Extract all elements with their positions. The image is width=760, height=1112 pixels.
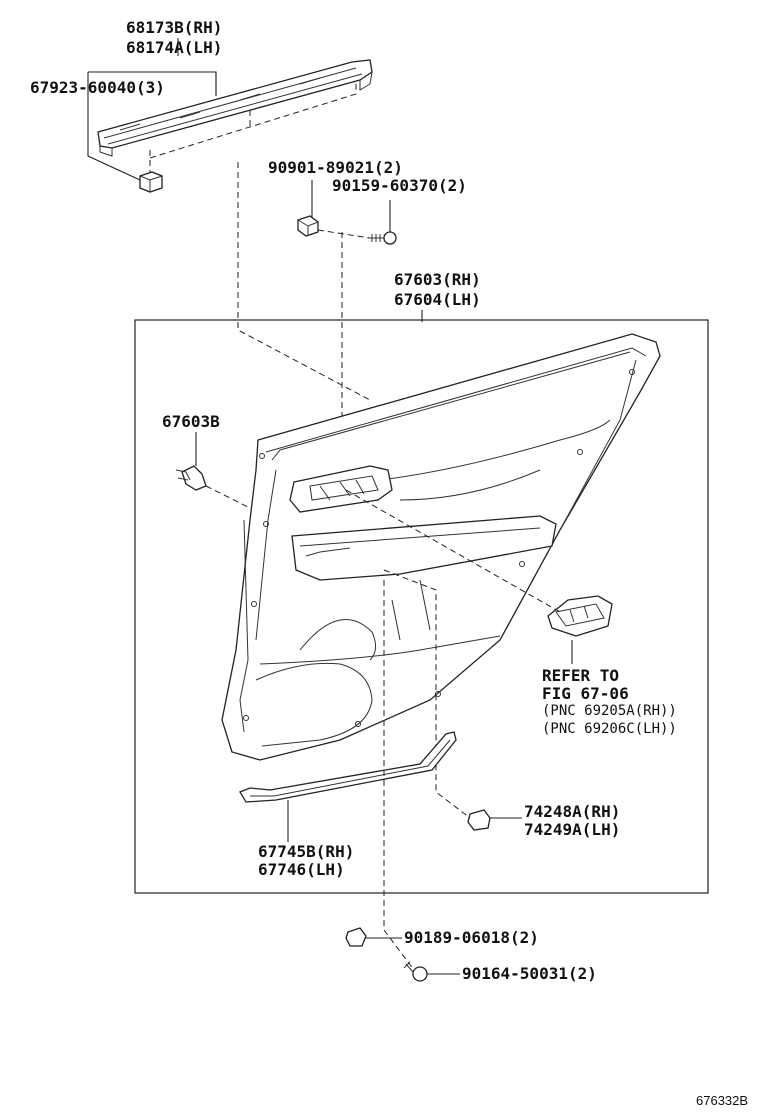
label-screw-b: 90164-50031(2)	[462, 964, 597, 983]
label-refer-pnc-rh: (PNC 69205A(RH))	[542, 703, 677, 719]
label-weatherstrip-rh: 68173B(RH)	[126, 18, 223, 37]
cap-icon	[467, 809, 491, 831]
label-refer-pnc-lh: (PNC 69206C(LH))	[542, 721, 677, 737]
label-weatherstrip-lh: 68174A(LH)	[126, 38, 223, 57]
screw-icon	[403, 961, 428, 982]
bolt-icon	[345, 927, 367, 947]
label-clip-a: 90901-89021(2)	[268, 158, 403, 177]
clip-icon	[297, 215, 319, 237]
label-refer-line2: FIG 67-06	[542, 684, 629, 703]
door-trim-panel-icon	[221, 333, 661, 761]
molding-icon	[239, 731, 457, 803]
label-refer-line1: REFER TO	[542, 666, 620, 685]
label-trim-lh: 67604(LH)	[394, 290, 481, 309]
label-weatherstrip-clip: 67923-60040(3)	[30, 78, 165, 97]
screw-icon	[368, 231, 397, 245]
label-trim-clip: 67603B	[162, 412, 220, 431]
label-screw-a: 90159-60370(2)	[332, 176, 467, 195]
figure-id: 676332B	[696, 1093, 749, 1108]
label-trim-rh: 67603(RH)	[394, 270, 481, 289]
label-clip-b: 90189-06018(2)	[404, 928, 539, 947]
label-molding-rh: 67745B(RH)	[258, 842, 355, 861]
trim-clip-icon	[175, 465, 207, 491]
clip-icon	[139, 171, 163, 193]
weatherstrip-icon	[97, 59, 373, 157]
label-cap-rh: 74248A(RH)	[524, 802, 621, 821]
label-cap-lh: 74249A(LH)	[524, 820, 621, 839]
switch-bezel-icon	[547, 595, 613, 637]
label-molding-lh: 67746(LH)	[258, 860, 345, 879]
